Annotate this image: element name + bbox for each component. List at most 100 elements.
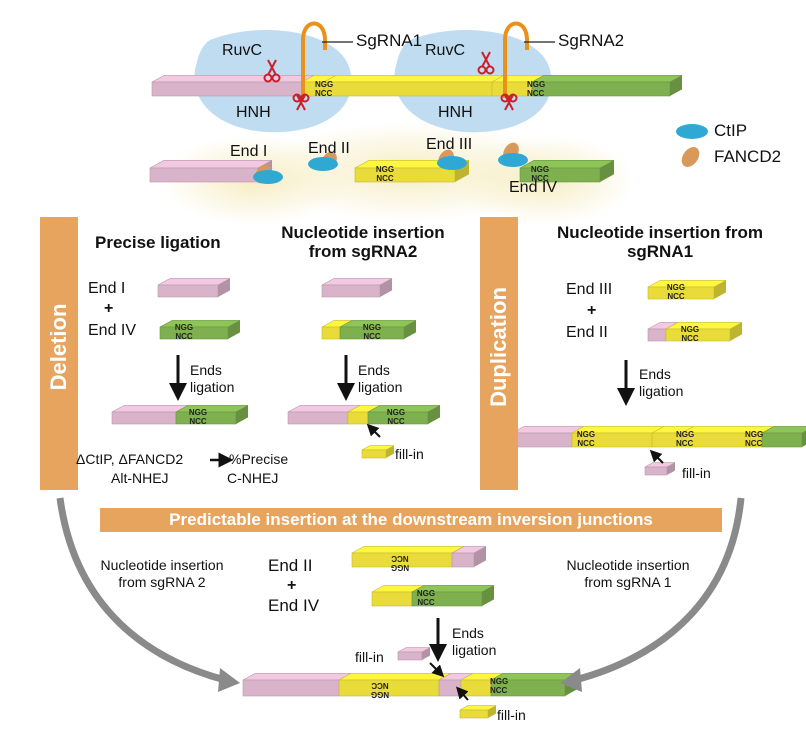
c-nhej-label: C-NHEJ	[227, 470, 279, 486]
ncc-text: NCC	[417, 598, 435, 607]
ncc-text: NCC	[577, 439, 595, 448]
insertion-sgrna1-title-line1: Nucleotide insertion from	[557, 223, 763, 242]
hnh-label-2: HNH	[438, 104, 473, 121]
scissors-icon	[500, 93, 518, 111]
inversion-ligation-label: ligation	[452, 642, 497, 658]
ngg-text: NGG	[531, 165, 549, 174]
inversion-fill-in-right-block	[459, 705, 497, 719]
fill-in-arrow-icon	[429, 662, 445, 678]
ngg-text: NGG	[667, 283, 685, 292]
precise-ligation-title: Precise ligation	[95, 233, 221, 252]
curved-arrow-right-icon	[574, 497, 745, 684]
duplication-ligation-label: ligation	[639, 383, 684, 399]
deletion-ligation-label: ligation	[190, 379, 235, 395]
end-iii-label: End III	[426, 136, 473, 153]
ngg-text: NGG	[490, 677, 508, 686]
ncc-text: NCC	[667, 292, 685, 301]
inversion-fill-in-right-label: fill-in	[497, 707, 526, 723]
ncc-text: NCC	[363, 332, 381, 341]
fill-in-arrow-icon	[456, 686, 469, 701]
ncc-text: NCC	[175, 332, 193, 341]
deletion-end-i-block	[157, 278, 231, 298]
sgrna1-strand	[301, 21, 327, 98]
sgrna2-label: SgRNA2	[558, 31, 625, 50]
duplication-ends-label: Ends	[639, 366, 671, 382]
ncc-text: NCC	[387, 417, 405, 426]
ngg-text: NGG	[315, 80, 333, 89]
end-ii-label: End II	[308, 140, 350, 157]
right-note-line1: Nucleotide insertion	[566, 557, 690, 573]
left-note-line2: from sgRNA 2	[118, 574, 206, 590]
ncc-text: NCC	[531, 174, 549, 183]
deletion-end-iv-label: End IV	[88, 322, 137, 339]
ruvc-label-1: RuvC	[222, 42, 263, 59]
alt-nhej-label: Alt-NHEJ	[111, 470, 169, 486]
ngg-text: NGG	[745, 430, 763, 439]
duplication-fill-in-block	[644, 462, 676, 476]
ncc-text: NCC	[315, 89, 333, 98]
insertion-sgrna2-title-line2: from sgRNA2	[308, 242, 418, 261]
ngg-text: NGG	[391, 563, 409, 572]
inversion-plus-label: +	[287, 577, 297, 594]
deletion-bar	[40, 217, 78, 490]
percent-precise-label: %Precise	[229, 451, 289, 467]
ruvc-label-2: RuvC	[425, 42, 466, 59]
genomic-dna	[151, 75, 683, 97]
end-i-fragment	[149, 160, 273, 183]
ngg-text: NGG	[681, 325, 699, 334]
insertion-sgrna1-title-line2: sgRNA1	[626, 242, 694, 261]
ncc-text: NCC	[745, 439, 763, 448]
inversion-fill-in-left-label: fill-in	[355, 649, 384, 665]
mutants-label: ΔCtIP, ΔFANCD2	[76, 451, 184, 467]
ctip-icon	[253, 170, 283, 184]
end-i-label: End I	[230, 143, 268, 160]
ncc-text: NCC	[681, 334, 699, 343]
inversion-banner	[100, 508, 722, 532]
inversion-fill-in-left-block	[397, 647, 431, 661]
ngg-text: NGG	[577, 430, 595, 439]
ngg-text: NGG	[387, 408, 405, 417]
left-note-line1: Nucleotide insertion	[100, 557, 224, 573]
ngg-text: NGG	[371, 690, 389, 699]
duplication-bar-label: Duplication	[486, 287, 511, 407]
ngg-text: NGG	[527, 80, 545, 89]
deletion-plus-label: +	[104, 300, 114, 317]
fancd2-legend-label: FANCD2	[714, 147, 782, 166]
scissors-icon	[477, 51, 495, 75]
duplication-end-iii-label: End III	[566, 281, 613, 298]
fill-in-arrow-icon	[649, 449, 664, 464]
inversion-ends-label: Ends	[452, 625, 484, 641]
dna-blocks: NGGNCCNGGNCCNGGNCCNGGNCCNGGNCCNGGNCCNGGN…	[111, 75, 806, 719]
ngg-text: NGG	[417, 589, 435, 598]
insertion2-fill-in-block	[361, 445, 395, 459]
end-iv-label: End IV	[509, 179, 558, 196]
curved-arrow-right-head-icon	[560, 668, 582, 692]
fill-in-arrow-icon	[366, 423, 381, 438]
inversion-end-ii-label: End II	[268, 556, 313, 575]
ctip-icon	[437, 156, 467, 170]
deletion-end-i-label: End I	[88, 280, 126, 297]
ncc-text: NCC	[376, 174, 394, 183]
deletion-ligation-label-2: ligation	[358, 379, 403, 395]
ctip-legend-label: CtIP	[714, 121, 748, 140]
scissors-icon	[292, 93, 310, 111]
ngg-text: NGG	[376, 165, 394, 174]
insertion-sgrna2-title-line1: Nucleotide insertion	[281, 223, 445, 242]
ngg-text: NGG	[676, 430, 694, 439]
deletion-ends-label: Ends	[190, 362, 222, 378]
ncc-text: NCC	[189, 417, 207, 426]
right-note-line2: from sgRNA 1	[584, 574, 672, 590]
inversion-banner-text: Predictable insertion at the downstream …	[169, 510, 653, 529]
deletion-ends-label-2: Ends	[358, 362, 390, 378]
